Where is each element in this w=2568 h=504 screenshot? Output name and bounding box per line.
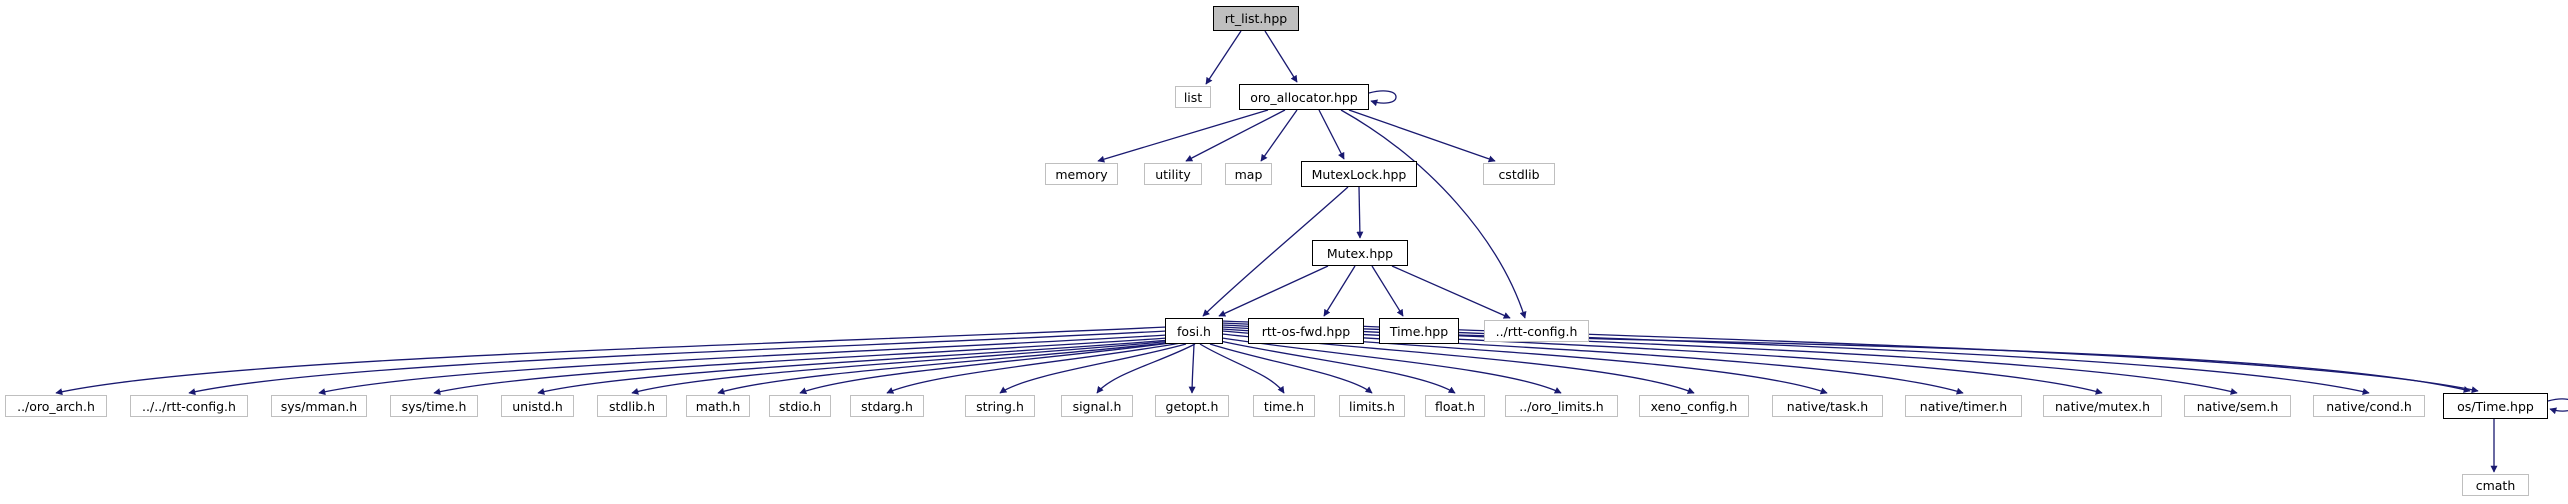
node-float: float.h bbox=[1425, 395, 1485, 417]
edge-oro-allocator-to-memory bbox=[1097, 109, 1269, 163]
node-oro-limits: ../oro_limits.h bbox=[1505, 395, 1618, 417]
edge-oro-allocator-to-map bbox=[1260, 109, 1298, 162]
edge-oro-allocator-to-cstdlib bbox=[1348, 109, 1496, 163]
edge-fosi-to-limits bbox=[1209, 343, 1373, 394]
edge-rt-list-to-list bbox=[1205, 30, 1242, 85]
node-string: string.h bbox=[965, 395, 1035, 417]
edge-fosi-to-getopt bbox=[1188, 343, 1196, 394]
edge-fosi-to-oro-limits bbox=[1221, 337, 1562, 394]
edge-fosi-to-sys-mman bbox=[318, 334, 1168, 396]
node-native-cond: native/cond.h bbox=[2313, 395, 2425, 417]
edge-fosi-to-string bbox=[999, 343, 1187, 394]
node-native-mutex: native/mutex.h bbox=[2043, 395, 2162, 417]
node-cstdlib: cstdlib bbox=[1483, 163, 1555, 185]
node-fosi[interactable]: fosi.h bbox=[1165, 318, 1223, 344]
edge-fosi-to-stdarg bbox=[886, 342, 1182, 394]
edge-mutexlock-to-mutex bbox=[1356, 186, 1364, 239]
node-os-time[interactable]: os/Time.hpp bbox=[2443, 393, 2548, 419]
edge-fosi-to-oro-arch bbox=[55, 326, 1168, 396]
node-memory: memory bbox=[1045, 163, 1118, 185]
node-sys-mman: sys/mman.h bbox=[271, 395, 367, 417]
edge-time-hpp-to-os-time bbox=[1458, 334, 2471, 393]
node-cmath: cmath bbox=[2462, 474, 2529, 496]
edge-mutexlock-to-fosi bbox=[1202, 186, 1349, 317]
edge-rt-list-to-oro-allocator bbox=[1264, 30, 1298, 83]
edge-os-time-self bbox=[2547, 398, 2568, 415]
node-rtt-os-fwd[interactable]: rtt-os-fwd.hpp bbox=[1248, 318, 1364, 344]
node-rtt-config-parent: ../../rtt-config.h bbox=[130, 395, 248, 417]
node-unistd: unistd.h bbox=[501, 395, 574, 417]
node-time-hpp[interactable]: Time.hpp bbox=[1379, 318, 1459, 344]
node-xeno-config: xeno_config.h bbox=[1639, 395, 1749, 417]
edge-mutex-to-rtt-config bbox=[1391, 265, 1511, 319]
edge-fosi-to-stdio bbox=[799, 341, 1179, 395]
node-map: map bbox=[1225, 163, 1272, 185]
edge-fosi-to-math bbox=[717, 341, 1176, 395]
edge-fosi-to-rtt-config-parent bbox=[188, 330, 1168, 396]
node-signal: signal.h bbox=[1061, 395, 1133, 417]
edge-mutex-to-rtt-os-fwd bbox=[1323, 265, 1356, 317]
node-stdlib: stdlib.h bbox=[597, 395, 667, 417]
edge-oro-allocator-to-rtt-config bbox=[1340, 109, 1527, 319]
edge-fosi-to-sys-time bbox=[433, 337, 1169, 396]
node-limits: limits.h bbox=[1339, 395, 1405, 417]
node-utility: utility bbox=[1144, 163, 1202, 185]
node-native-sem: native/sem.h bbox=[2184, 395, 2291, 417]
node-sys-time: sys/time.h bbox=[390, 395, 478, 417]
edge-oro-allocator-to-mutexlock bbox=[1318, 109, 1345, 160]
node-rtt-config: ../rtt-config.h bbox=[1484, 320, 1589, 342]
node-math: math.h bbox=[686, 395, 750, 417]
node-list: list bbox=[1175, 86, 1211, 108]
edge-fosi-to-unistd bbox=[537, 339, 1172, 395]
edge-fosi-to-float bbox=[1219, 340, 1456, 394]
node-stdarg: stdarg.h bbox=[850, 395, 924, 417]
node-stdio: stdio.h bbox=[769, 395, 831, 417]
node-time-h: time.h bbox=[1253, 395, 1315, 417]
edge-fosi-to-stdlib bbox=[631, 340, 1174, 395]
node-getopt: getopt.h bbox=[1155, 395, 1229, 417]
edge-fosi-to-signal bbox=[1096, 343, 1196, 394]
node-mutexlock[interactable]: MutexLock.hpp bbox=[1301, 161, 1417, 187]
edge-oro-allocator-self bbox=[1368, 90, 1397, 107]
node-oro-allocator[interactable]: oro_allocator.hpp bbox=[1239, 84, 1369, 110]
edge-mutex-to-fosi bbox=[1218, 265, 1329, 317]
node-native-task: native/task.h bbox=[1772, 395, 1883, 417]
edge-mutex-to-time-hpp bbox=[1371, 265, 1404, 317]
node-native-timer: native/timer.h bbox=[1905, 395, 2022, 417]
node-mutex[interactable]: Mutex.hpp bbox=[1312, 240, 1408, 266]
node-oro-arch: ../oro_arch.h bbox=[5, 395, 107, 417]
edge-fosi-to-time-h bbox=[1199, 343, 1285, 394]
node-rt-list: rt_list.hpp bbox=[1213, 6, 1299, 31]
edge-oro-allocator-to-utility bbox=[1185, 109, 1286, 162]
